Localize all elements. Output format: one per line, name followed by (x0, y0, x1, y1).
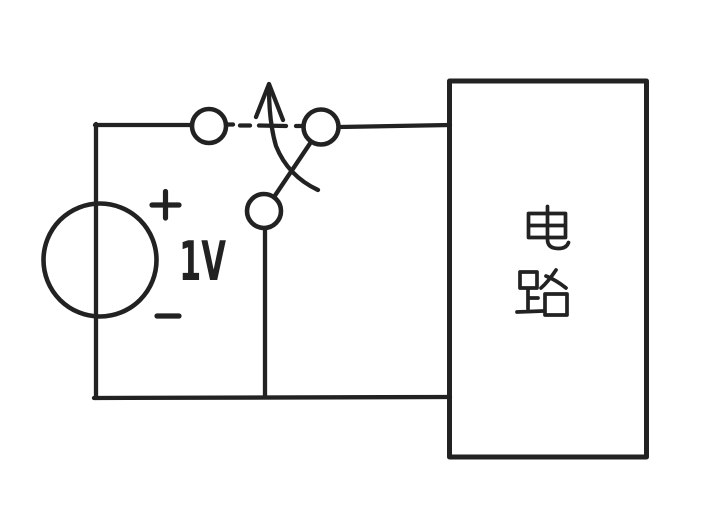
circuit-box-outline (447, 78, 649, 460)
switch-contact-top-right (301, 107, 341, 147)
switch-contact-top-left (189, 106, 229, 146)
switch-throw-arrow-shaft (266, 85, 321, 193)
wire-top-right (336, 122, 453, 130)
circuit-box-char-dian (526, 204, 571, 251)
circuit-box (447, 78, 649, 460)
wire-bottom (91, 394, 453, 401)
voltage-value-label: 1V (179, 230, 226, 293)
switch-contact-pole (244, 191, 284, 231)
toggle-switch (189, 81, 341, 231)
switch-throw-arrow-head-icon (253, 81, 286, 123)
wires (91, 121, 453, 401)
circuit-box-char-lu (515, 268, 569, 317)
voltage-source-circle (41, 201, 159, 319)
plus-sign (149, 188, 182, 221)
voltage-source: 1V (41, 188, 226, 319)
